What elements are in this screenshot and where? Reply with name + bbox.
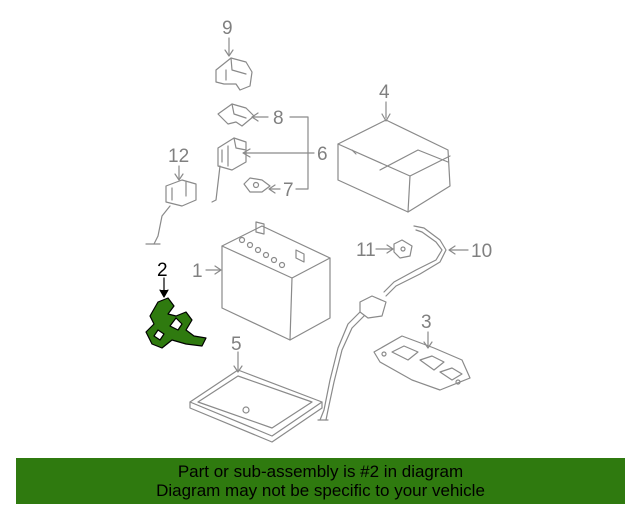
- arrow-5: [233, 365, 243, 373]
- arrow-12: [174, 173, 184, 181]
- arrow-2: [159, 289, 169, 298]
- footer-line-part-info: Part or sub-assembly is #2 in diagram: [177, 462, 464, 481]
- part-2-cable-highlighted: [145, 297, 207, 349]
- part-11-clip: [393, 239, 413, 259]
- arrow-3: [423, 341, 433, 349]
- callout-6: 6: [317, 144, 328, 165]
- callout-bracket-8-6-7: [289, 116, 309, 190]
- arrow-4: [381, 113, 391, 122]
- part-12-connector: [145, 179, 197, 245]
- part-6-fuse-holder: [211, 137, 247, 203]
- callout-8: 8: [273, 108, 284, 129]
- part-4-battery-cover: [337, 119, 451, 213]
- part-3-bracket: [373, 335, 471, 391]
- arrow-10: [448, 245, 456, 255]
- callout-11: 11: [356, 240, 376, 261]
- callout-4: 4: [379, 82, 390, 103]
- arrow-8: [251, 112, 259, 122]
- footer-line-disclaimer: Diagram may not be specific to your vehi…: [156, 481, 485, 500]
- arrow-7: [268, 184, 276, 194]
- part-7-clip: [243, 177, 271, 193]
- footer-banner: Part or sub-assembly is #2 in diagram Di…: [16, 458, 625, 504]
- arrow-11: [386, 244, 394, 254]
- part-9-terminal-cover: [215, 57, 253, 91]
- part-8-cover: [217, 103, 255, 127]
- callout-12: 12: [168, 146, 189, 167]
- callout-3: 3: [421, 312, 432, 333]
- arrow-9: [224, 49, 234, 57]
- part-5-battery-tray: [189, 369, 323, 443]
- callout-10: 10: [471, 241, 492, 262]
- arrow-1: [214, 265, 222, 275]
- part-1-battery: [221, 221, 331, 341]
- callout-1: 1: [192, 261, 203, 282]
- callout-7: 7: [283, 180, 294, 201]
- callout-5: 5: [231, 334, 242, 355]
- callout-9: 9: [222, 18, 233, 39]
- arrow-6: [242, 148, 251, 158]
- callout-2-highlighted: 2: [157, 260, 168, 281]
- part-10-hold-down-rod: [317, 225, 447, 421]
